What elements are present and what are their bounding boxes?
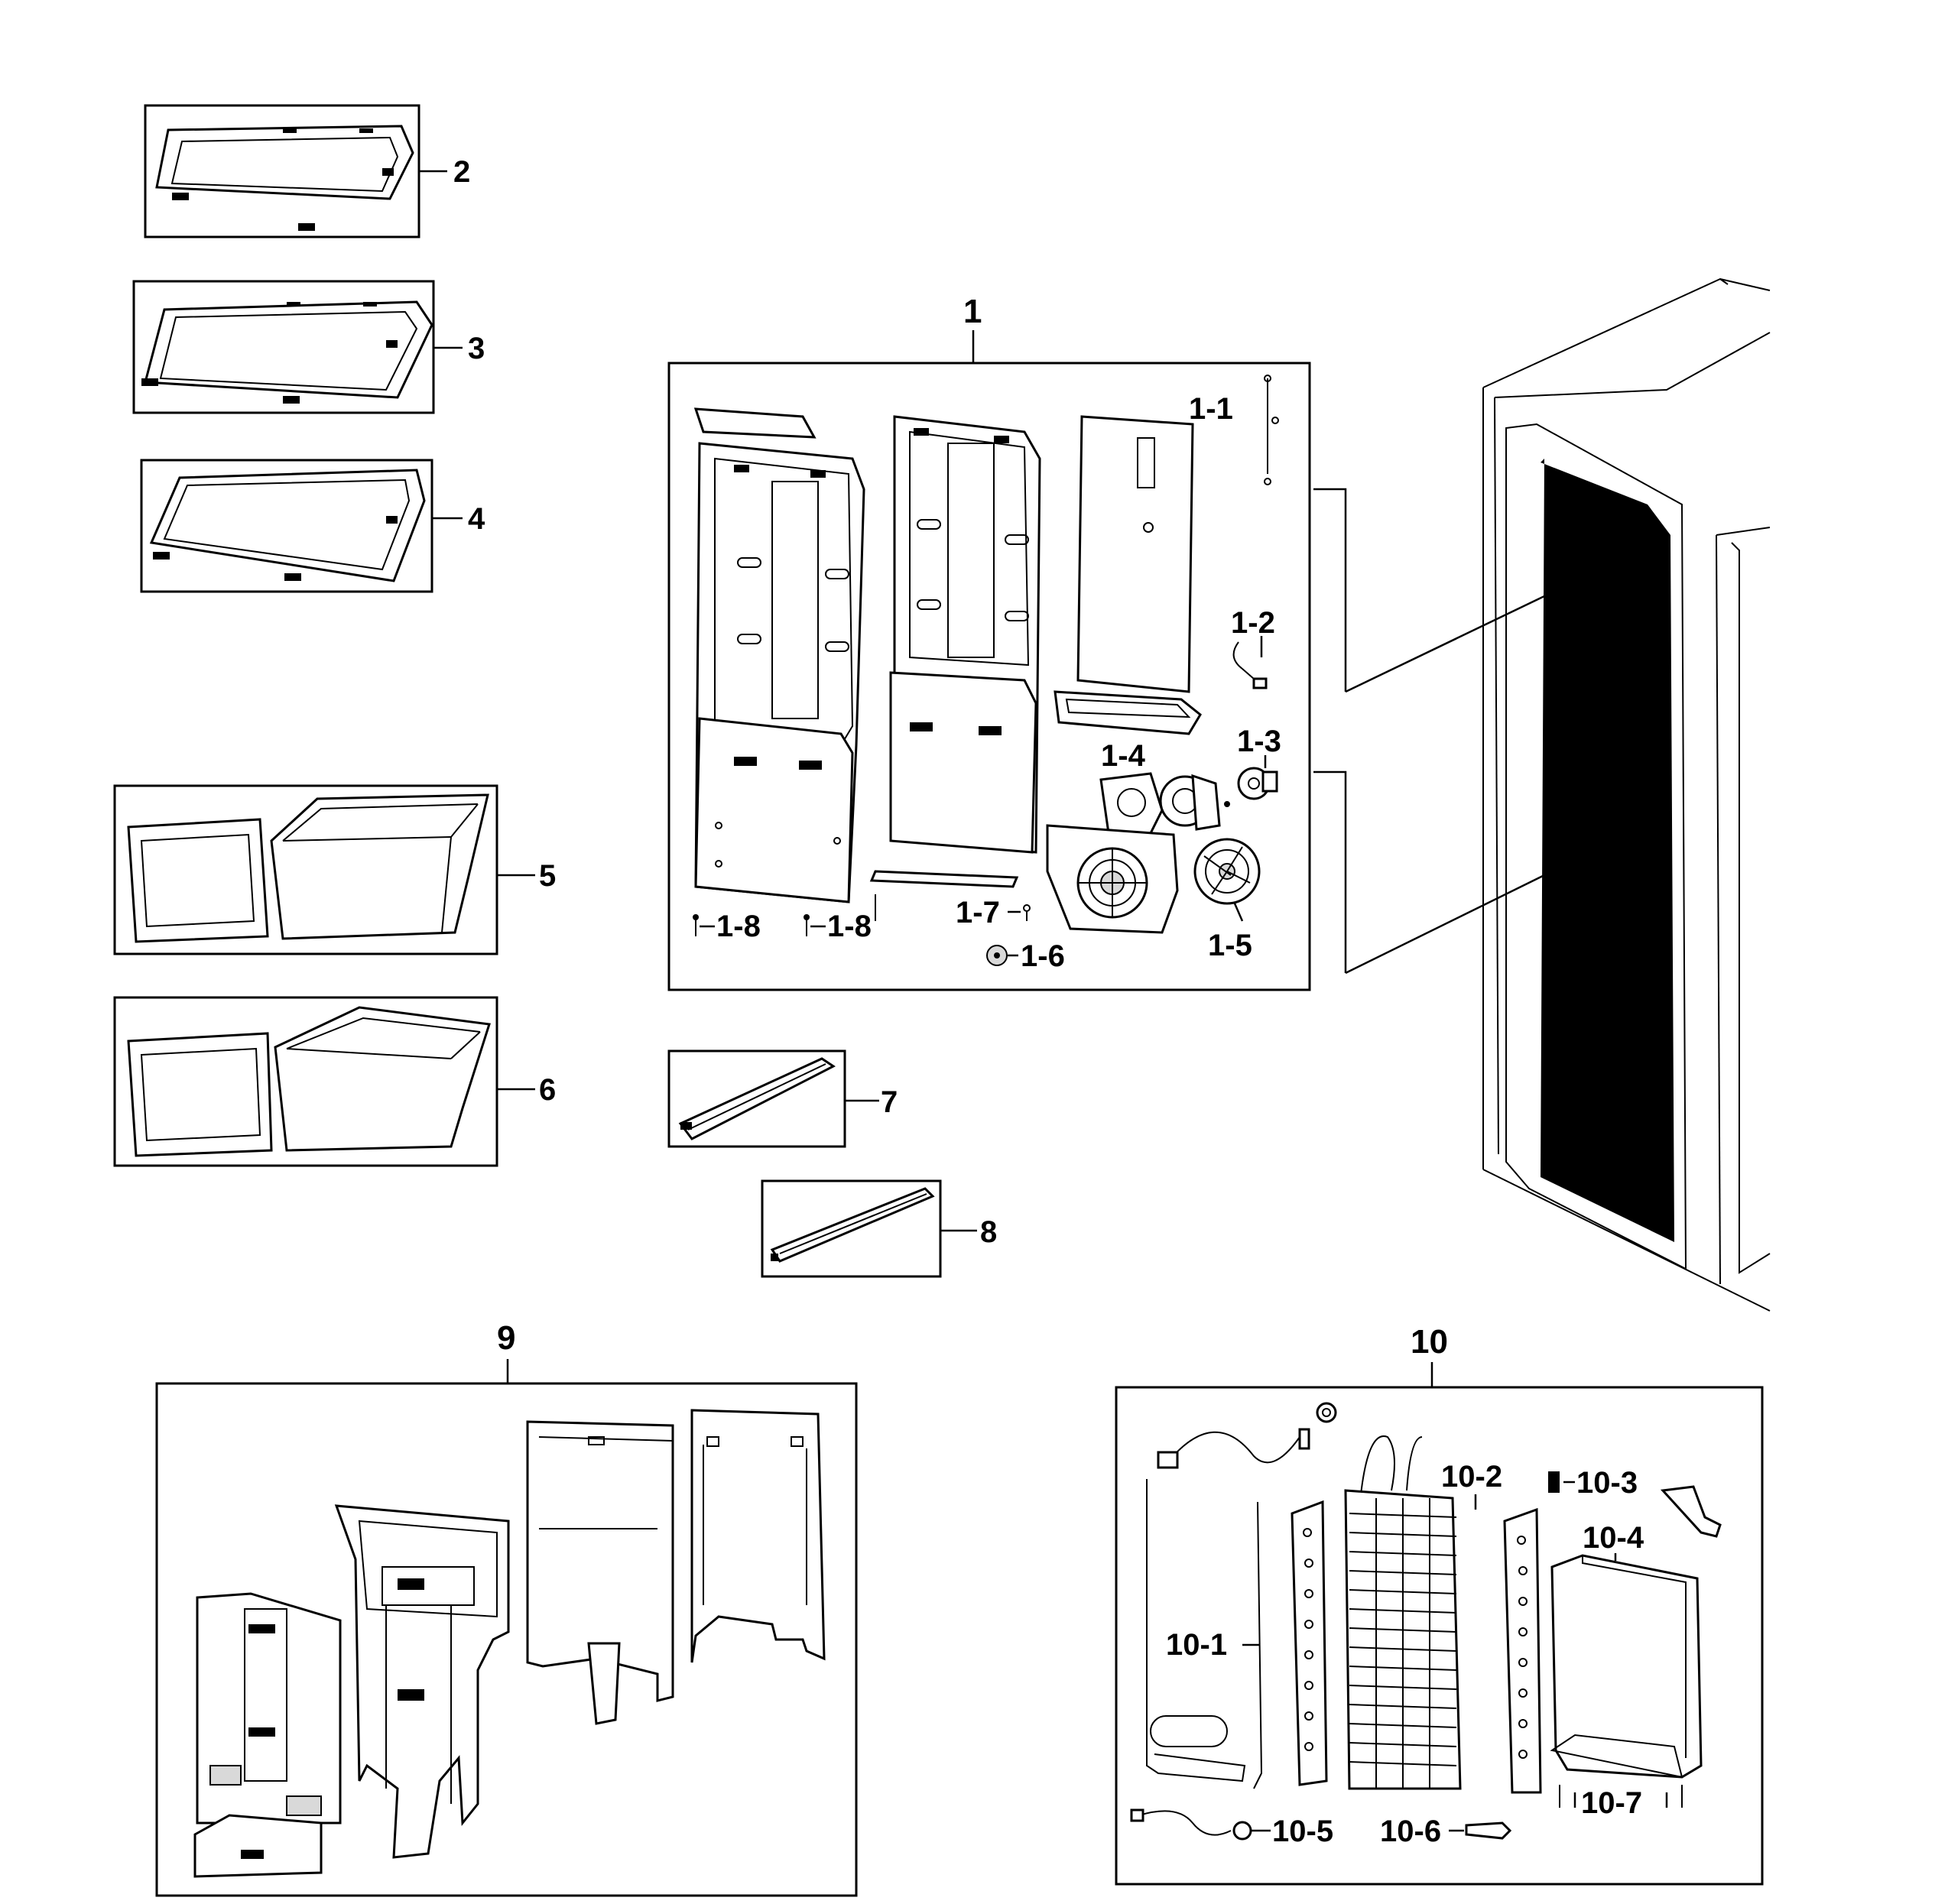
label-5: 5 [539,859,556,893]
label-10-6: 10-6 [1380,1815,1441,1848]
label-6: 6 [539,1073,556,1107]
part-7-frame [667,1049,846,1148]
shelf-part-2: 2 [144,104,470,238]
rail-part-7: 7 [667,1049,898,1148]
label-1-1: 1-1 [1189,392,1233,426]
label-3: 3 [468,332,485,365]
label-2: 2 [453,155,470,189]
part-10-frame [1115,1386,1764,1886]
part-6-frame [113,996,498,1167]
label-1-8a: 1-8 [716,910,761,943]
refrigerator-cabinet [1313,277,1771,1312]
evaporator-assembly-part-10: 10 10-1 [1115,1323,1764,1886]
label-1-4: 1-4 [1101,739,1146,773]
label-9: 9 [497,1319,515,1357]
rail-part-8: 8 [761,1179,997,1278]
shelf-part-3: 3 [132,280,485,414]
label-10-5: 10-5 [1272,1815,1333,1848]
dispenser-assembly-part-9: 9 [155,1319,858,1897]
shelf-part-4: 4 [140,459,485,593]
label-1-8b: 1-8 [827,910,872,943]
label-4: 4 [468,502,485,536]
ice-maker-assembly-part-1: 1 [667,293,1311,991]
label-10-3: 10-3 [1576,1466,1638,1500]
label-10-1: 10-1 [1166,1628,1227,1662]
part-1-frame [667,362,1311,991]
part-5-frame [113,784,498,955]
label-1-2: 1-2 [1231,606,1275,640]
drawer-part-5: 5 [113,784,556,955]
part-4-frame [140,459,433,593]
label-1-7: 1-7 [956,896,1000,929]
label-10-2: 10-2 [1441,1460,1502,1494]
label-8: 8 [980,1215,997,1249]
label-1-3: 1-3 [1237,725,1281,758]
part-9-frame [155,1382,858,1897]
label-7: 7 [881,1085,898,1119]
part-8-frame [761,1179,942,1278]
label-1-5: 1-5 [1208,929,1252,962]
label-1-6: 1-6 [1021,939,1065,973]
label-1: 1 [963,293,982,330]
freezer-door-opening [1541,459,1674,1242]
label-10-7: 10-7 [1581,1786,1642,1820]
label-10-4: 10-4 [1583,1521,1644,1555]
drawer-part-6: 6 [113,996,556,1167]
label-10: 10 [1411,1323,1448,1361]
